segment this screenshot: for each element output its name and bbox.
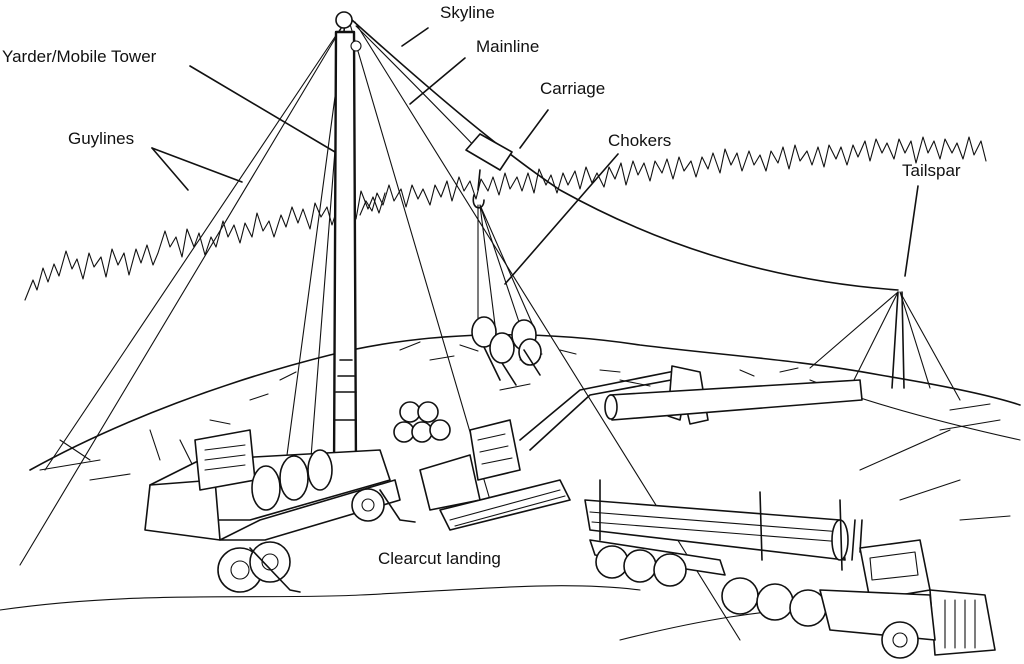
skyline-cable xyxy=(351,19,899,291)
chokers-logs xyxy=(471,204,542,386)
label-tailspar: Tailspar xyxy=(902,161,961,180)
carriage xyxy=(465,133,513,209)
guyline-3 xyxy=(354,21,741,641)
label-clearcut-landing: Clearcut landing xyxy=(378,549,501,568)
log-truck xyxy=(584,479,996,659)
label-skyline: Skyline xyxy=(440,3,495,22)
label-yarder-mobile-tower: Yarder/Mobile Tower xyxy=(2,47,157,66)
label-mainline: Mainline xyxy=(476,37,539,56)
label-chokers: Chokers xyxy=(608,131,671,150)
mainline-cable xyxy=(355,25,479,151)
labels: Skyline Yarder/Mobile Tower Mainline Car… xyxy=(2,3,961,568)
leader-lines xyxy=(151,27,919,285)
yarder-tower xyxy=(144,11,416,593)
label-guylines: Guylines xyxy=(68,129,134,148)
tailspar-tree xyxy=(809,291,961,401)
guyline-2 xyxy=(44,21,346,471)
label-carriage: Carriage xyxy=(540,79,605,98)
guyline-1 xyxy=(19,21,346,566)
log-loader xyxy=(393,365,863,531)
